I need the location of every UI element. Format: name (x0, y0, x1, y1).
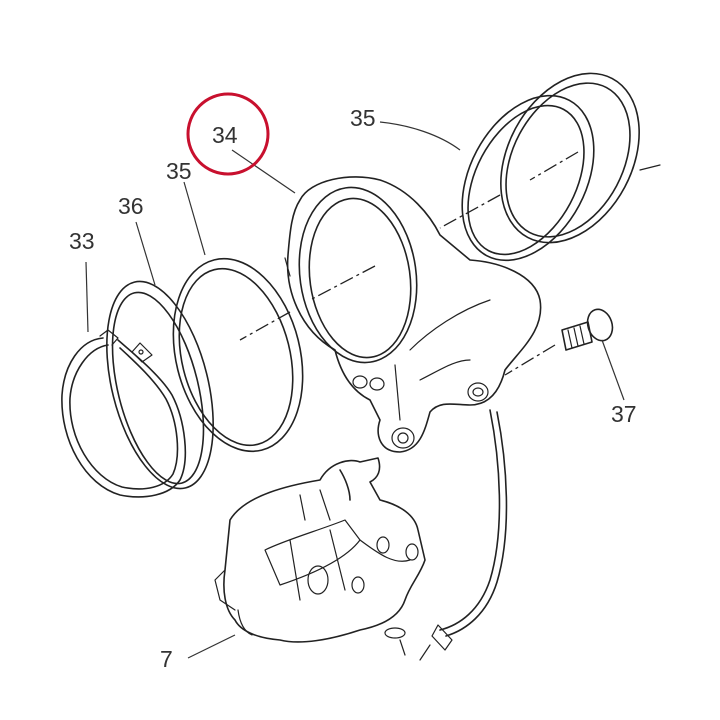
part-35-right-seal[interactable] (435, 49, 667, 283)
highlight-circle (186, 92, 270, 176)
part-33-circlip[interactable] (61, 329, 187, 498)
part-37-bolt[interactable] (561, 306, 616, 351)
brake-hose (419, 409, 508, 661)
assembly-axis-lines (239, 151, 579, 376)
leader-33 (85, 261, 89, 333)
part-7-caliper[interactable] (214, 457, 426, 656)
part-36-snap-ring[interactable] (88, 271, 232, 500)
label-7: 7 (160, 646, 173, 672)
label-35-right: 35 (350, 105, 376, 131)
leader-7 (187, 634, 236, 659)
part-34-bracket[interactable] (284, 176, 542, 453)
leader-36 (135, 221, 156, 286)
leader-35-left (183, 181, 206, 256)
label-34: 34 (212, 122, 238, 148)
label-37: 37 (611, 401, 637, 427)
label-36: 36 (118, 193, 144, 219)
leader-34 (231, 149, 296, 194)
label-35-left: 35 (166, 158, 192, 184)
leader-37 (601, 339, 625, 401)
label-33: 33 (69, 228, 95, 254)
leader-lines (85, 121, 625, 659)
part-35-left-seal[interactable] (154, 245, 322, 465)
leader-35-right (379, 121, 461, 151)
